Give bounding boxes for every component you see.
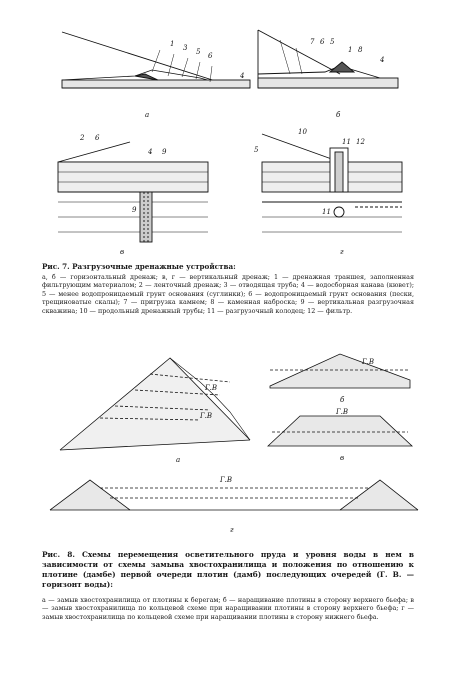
fig7-num-5b: 5: [330, 38, 335, 46]
figure-8-caption-title: Рис. 8. Схемы перемещения осветительного…: [42, 550, 414, 589]
fig7-panel-v: [57, 141, 209, 243]
figure-8-svg: Г.В Г.В а Г.В б Г.В в Г.В г: [49, 353, 419, 534]
fig8-gv-a2: Г.В: [199, 412, 212, 420]
fig8-label-v: в: [340, 454, 344, 462]
figure-7-svg: 1 3 5 6 4 а 7 6 5 1 8 4 б: [57, 29, 403, 256]
fig7-label-v: в: [120, 248, 124, 256]
fig8-panel-a: [59, 357, 251, 451]
fig7-num-7: 7: [310, 38, 315, 46]
fig7-num-11a: 11: [342, 138, 351, 146]
fig8-gv-g: Г.В: [219, 476, 232, 484]
fig7-num-10: 10: [298, 128, 307, 136]
fig8-gv-a1: Г.В: [204, 384, 217, 392]
fig7-num-5a: 5: [196, 48, 201, 56]
fig7-label-a: а: [145, 111, 149, 119]
fig7-num-4b: 4: [379, 56, 384, 64]
fig8-panel-b: [269, 353, 411, 389]
fig7-num-4a: 4: [239, 72, 244, 80]
figure-8-caption-body: а — замыв хвостохранилища от плотины к б…: [42, 596, 414, 621]
fig7-num-4c: 4: [147, 148, 152, 156]
fig7-num-3a: 3: [183, 44, 188, 52]
fig8-gv-v: Г.В: [335, 408, 348, 416]
fig8-gv-b: Г.В: [361, 358, 374, 366]
fig7-num-11b: 11: [322, 208, 331, 216]
figure-7-caption-title: Рис. 7. Разгрузочные дренажные устройств…: [42, 262, 236, 271]
figure-7-caption-body: а, б — горизонтальный дренаж; в, г — вер…: [42, 273, 414, 315]
fig7-num-6c: 6: [95, 134, 100, 142]
fig7-label-g: г: [340, 248, 344, 256]
fig7-num-8: 8: [358, 46, 363, 54]
fig7-label-b: б: [336, 111, 341, 119]
fig7-num-2: 2: [79, 134, 85, 142]
fig7-num-6a: 6: [208, 52, 213, 60]
fig8-label-a: а: [176, 456, 180, 464]
fig7-num-12: 12: [356, 138, 365, 146]
fig8-panel-g: [49, 479, 419, 511]
figure-7-drainage-drawings: 1 3 5 6 4 а 7 6 5 1 8 4 б: [40, 22, 420, 257]
figure-8-pond-schemes: Г.В Г.В а Г.В б Г.В в Г.В г: [40, 340, 420, 550]
fig7-num-9b: 9: [132, 206, 137, 214]
fig7-panel-g: [261, 133, 403, 233]
fig7-num-5d: 5: [254, 146, 259, 154]
fig7-panel-b: [257, 29, 399, 89]
fig7-panel-a: [61, 31, 251, 89]
fig7-num-1: 1: [170, 40, 174, 48]
fig8-label-b: б: [340, 396, 345, 404]
fig7-num-6b: 6: [320, 38, 325, 46]
fig8-panel-v: [266, 415, 414, 447]
fig7-num-1b: 1: [348, 46, 352, 54]
fig7-num-9a: 9: [162, 148, 167, 156]
fig8-label-g: г: [230, 526, 234, 534]
